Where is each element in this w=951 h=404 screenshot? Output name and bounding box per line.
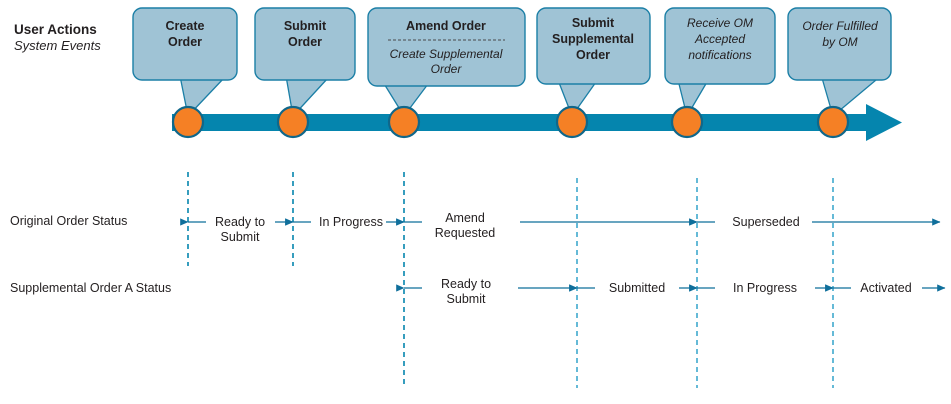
segment-label-ready-to-submit: Ready to — [215, 215, 265, 229]
callout-title-line: Order — [576, 48, 610, 62]
callout-body — [787, 7, 892, 81]
callout-subtitle-line: Create Supplemental — [390, 47, 503, 61]
segment-label-activated: Activated — [860, 281, 911, 295]
segment-label-ready-to-submit: Submit — [221, 230, 260, 244]
segment-label-in-progress: In Progress — [319, 215, 383, 229]
callout-submit-supplemental-order[interactable]: Submit Supplemental Order — [536, 7, 651, 117]
callout-title-line: Submit — [284, 19, 327, 33]
callout-submit-order[interactable]: Submit Order — [254, 7, 356, 117]
callout-create-order[interactable]: Create Order — [132, 7, 238, 117]
callout-body — [254, 7, 356, 81]
callout-amend-order[interactable]: Amend Order Create Supplemental Order — [367, 7, 526, 117]
callout-title-line: Supplemental — [552, 32, 634, 46]
callout-title-line: Amend Order — [406, 19, 486, 33]
callout-title-line: Receive OM — [687, 16, 753, 30]
segment-label-ready-to-submit: Ready to — [441, 277, 491, 291]
timeline-node-order-fulfilled-by-om[interactable] — [816, 105, 850, 139]
timeline-node-create-order[interactable] — [171, 105, 205, 139]
timeline-arrowhead — [866, 104, 902, 141]
callout-title-line: Submit — [572, 16, 615, 30]
lane-original-order-status: Ready to Submit In Progress Amend Reques… — [180, 211, 941, 244]
segment-label-submitted: Submitted — [609, 281, 665, 295]
callout-title-line: Order — [288, 35, 322, 49]
timeline-node-submit-supplemental-order[interactable] — [555, 105, 589, 139]
callout-title-line: Order Fulfilled — [802, 19, 878, 33]
segment-label-amend-requested: Requested — [435, 226, 496, 240]
legend-user-actions: User Actions — [14, 22, 97, 37]
callout-body — [132, 7, 238, 81]
callout-body — [536, 7, 651, 85]
callout-title-line: Order — [168, 35, 202, 49]
callout-body — [367, 7, 526, 87]
callout-title-line: Accepted — [694, 32, 745, 46]
segment-label-superseded: Superseded — [732, 215, 799, 229]
segment-label-in-progress: In Progress — [733, 281, 797, 295]
callout-title-line: by OM — [822, 35, 857, 49]
lane-label-supplemental-order-a-status: Supplemental Order A Status — [10, 281, 171, 295]
callout-title-line: Create — [166, 19, 205, 33]
timeline-node-amend-order[interactable] — [387, 105, 421, 139]
segment-label-ready-to-submit: Submit — [447, 292, 486, 306]
timeline-node-submit-order[interactable] — [276, 105, 310, 139]
callout-order-fulfilled-by-om[interactable]: Order Fulfilled by OM — [787, 7, 892, 117]
lane-label-original-order-status: Original Order Status — [10, 214, 127, 228]
callout-subtitle-line: Order — [431, 62, 463, 76]
legend-system-events: System Events — [14, 38, 101, 53]
callout-title-line: notifications — [688, 48, 751, 62]
segment-label-amend-requested: Amend — [445, 211, 485, 225]
timeline-node-receive-om-accepted[interactable] — [670, 105, 704, 139]
lane-supplemental-order-a-status: Ready to Submit Submitted In Progress Ac… — [396, 277, 946, 306]
callout-receive-om-accepted[interactable]: Receive OM Accepted notifications — [664, 7, 776, 117]
callout-body — [664, 7, 776, 85]
